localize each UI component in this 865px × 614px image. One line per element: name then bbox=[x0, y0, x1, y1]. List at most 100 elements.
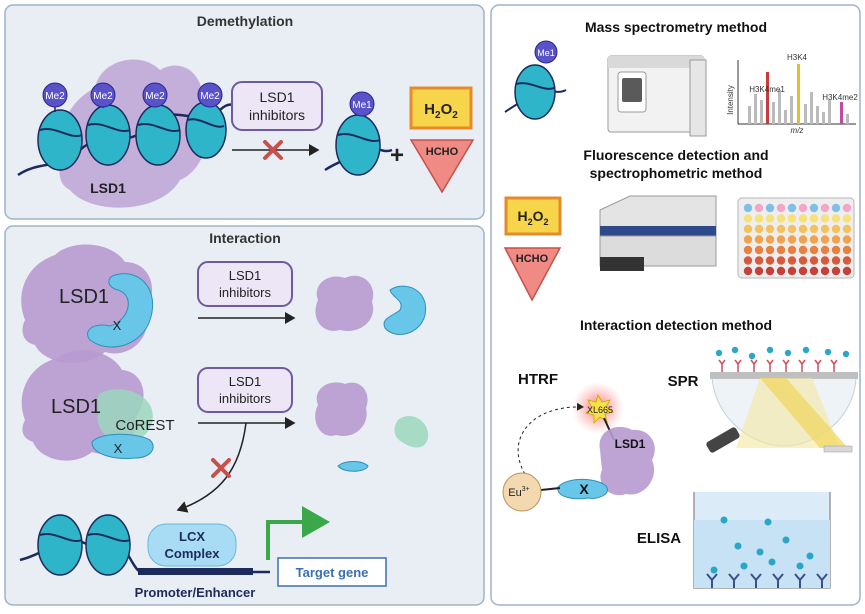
interaction-title: Interaction bbox=[209, 230, 281, 246]
well bbox=[842, 256, 852, 265]
well bbox=[754, 235, 764, 244]
plus-sign: + bbox=[390, 142, 404, 169]
receptor bbox=[718, 359, 726, 372]
htrf-label: HTRF bbox=[518, 371, 558, 388]
spectrum-peak bbox=[772, 102, 775, 124]
well bbox=[743, 224, 753, 234]
well bbox=[776, 266, 786, 276]
svg-text:Me2: Me2 bbox=[93, 91, 113, 102]
analyte-dot bbox=[740, 562, 748, 570]
well bbox=[820, 224, 830, 234]
lcx-arrow bbox=[176, 422, 247, 513]
nucleosome bbox=[324, 114, 393, 176]
well bbox=[754, 214, 764, 223]
lsd1-inhibitors-box: LSD1 inhibitors bbox=[231, 81, 323, 131]
svg-text:inhibitors: inhibitors bbox=[219, 285, 272, 300]
well bbox=[798, 224, 808, 234]
well bbox=[787, 235, 797, 244]
corest-label: CoREST bbox=[115, 417, 174, 434]
well bbox=[809, 266, 819, 276]
inhibitors-line1: LSD1 bbox=[259, 89, 294, 105]
well bbox=[798, 245, 808, 255]
well bbox=[798, 266, 808, 276]
well bbox=[776, 224, 786, 234]
svg-text:Me1: Me1 bbox=[352, 100, 372, 111]
well bbox=[809, 235, 819, 244]
svg-text:H2O2: H2O2 bbox=[424, 101, 458, 121]
analyte-dot bbox=[710, 566, 718, 574]
hcho-triangle: HCHO bbox=[503, 247, 562, 302]
svg-text:m/z: m/z bbox=[791, 126, 804, 135]
demethylation-title: Demethylation bbox=[197, 13, 293, 29]
well bbox=[754, 245, 764, 255]
nucleosome bbox=[37, 514, 83, 576]
spectrum-peak bbox=[822, 112, 825, 124]
blocked-x-icon bbox=[263, 140, 283, 160]
well bbox=[820, 203, 830, 213]
analyte-dot bbox=[764, 518, 772, 526]
well bbox=[842, 235, 852, 244]
antibody bbox=[728, 573, 740, 588]
transcription-arrow bbox=[266, 506, 330, 560]
spectrum-peak bbox=[840, 102, 843, 124]
well bbox=[798, 214, 808, 223]
analyte-dot bbox=[748, 352, 756, 360]
analyte-dot bbox=[782, 536, 790, 544]
well bbox=[765, 256, 775, 265]
svg-text:XL665: XL665 bbox=[587, 405, 613, 415]
well bbox=[776, 256, 786, 265]
svg-text:Me2: Me2 bbox=[200, 91, 220, 102]
well bbox=[798, 256, 808, 265]
well bbox=[776, 235, 786, 244]
well bbox=[842, 266, 852, 276]
svg-text:H3K4me1: H3K4me1 bbox=[749, 85, 785, 94]
spectrum-peak bbox=[748, 106, 751, 124]
well bbox=[743, 203, 753, 213]
mass-spectrum: Intensity m/z H3K4 H3K4me1 H3K4me2 bbox=[726, 53, 858, 135]
well bbox=[743, 214, 753, 223]
well bbox=[787, 214, 797, 223]
well bbox=[809, 256, 819, 265]
inhibitors-line2: inhibitors bbox=[249, 107, 305, 123]
lsd1-protein bbox=[599, 426, 655, 496]
well bbox=[765, 245, 775, 255]
lsd1-label-a: LSD1 bbox=[59, 286, 109, 308]
svg-text:LSD1: LSD1 bbox=[229, 268, 262, 283]
analyte-dot bbox=[756, 548, 764, 556]
methods-panel bbox=[490, 4, 861, 606]
analyte-dot bbox=[784, 349, 792, 357]
svg-text:Me2: Me2 bbox=[45, 91, 65, 102]
me2-badge: Me2 bbox=[42, 82, 68, 112]
spectrum-peak bbox=[810, 92, 813, 124]
me2-badge: Me2 bbox=[142, 82, 168, 108]
lcx-complex: LCX Complex bbox=[147, 523, 237, 567]
antibody bbox=[816, 573, 828, 588]
analyte-dot bbox=[806, 552, 814, 560]
well bbox=[754, 224, 764, 234]
well bbox=[831, 266, 841, 276]
me1-badge: Me1 bbox=[534, 40, 558, 64]
spectrum-peak bbox=[766, 72, 769, 124]
svg-text:Me2: Me2 bbox=[145, 91, 165, 102]
lsd1-label-b: LSD1 bbox=[51, 396, 101, 418]
x-fragment bbox=[337, 461, 369, 472]
well bbox=[820, 266, 830, 276]
well-plate bbox=[737, 197, 855, 279]
well bbox=[787, 256, 797, 265]
spectrum-peak bbox=[784, 110, 787, 124]
well bbox=[776, 203, 786, 213]
h2o2-box: H2O2 bbox=[409, 86, 473, 130]
well bbox=[831, 214, 841, 223]
htrf-lsd1-label: LSD1 bbox=[615, 437, 646, 451]
receptor bbox=[766, 359, 774, 372]
fl-method-title-2: spectrophometric method bbox=[590, 165, 763, 181]
xl665-burst: XL665 bbox=[585, 393, 614, 424]
lsd1-inhibitors-box: LSD1 inhibitors bbox=[197, 367, 293, 413]
ms-method-title: Mass spectrometry method bbox=[585, 19, 767, 35]
elisa-label: ELISA bbox=[637, 530, 681, 547]
well bbox=[787, 266, 797, 276]
x-fragment bbox=[383, 285, 427, 335]
corest-fragment bbox=[394, 416, 429, 448]
h2o2-box: H2O2 bbox=[504, 196, 562, 236]
